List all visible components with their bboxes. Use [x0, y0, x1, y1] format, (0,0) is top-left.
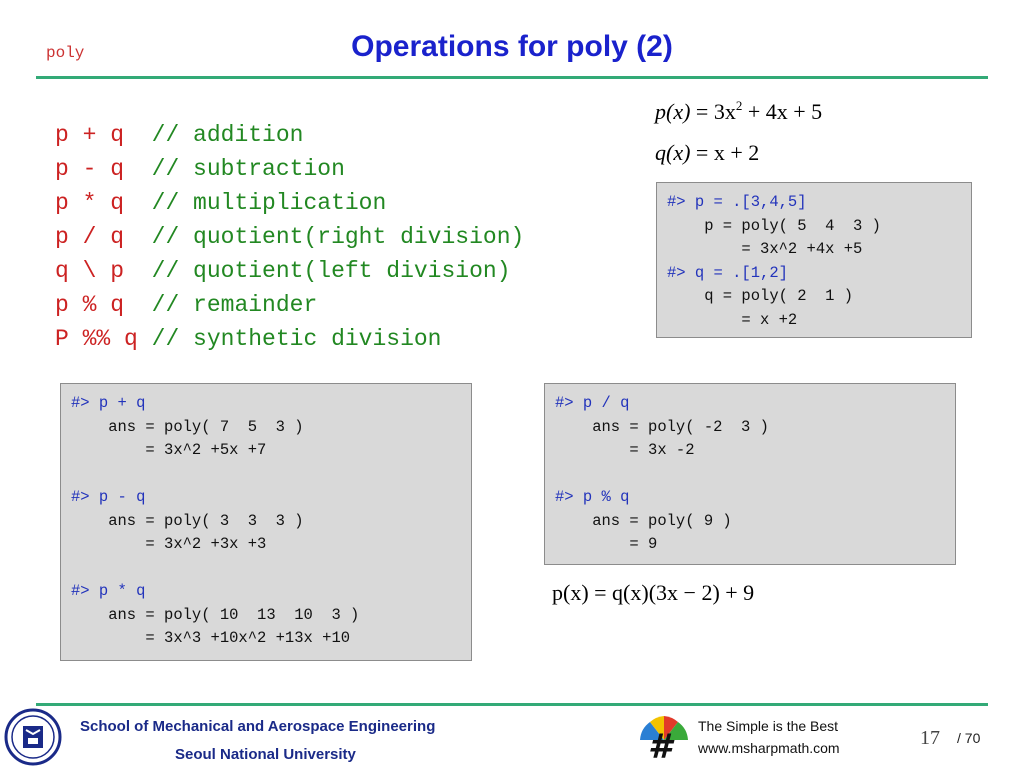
- university-logo-icon: [4, 708, 62, 766]
- code-output-line: ans = poly( 10 13 10 3 ): [71, 605, 360, 624]
- equation-q-lhs: q(x): [655, 140, 691, 165]
- equation-p-exponent: 2: [735, 98, 743, 113]
- operation-comment: // subtraction: [151, 156, 345, 182]
- equation-p-rhs-tail: + 4x + 5: [742, 99, 823, 124]
- header-divider: [36, 76, 988, 79]
- operation-row: p * q // multiplication: [55, 186, 524, 220]
- operation-comment: // quotient(right division): [151, 224, 525, 250]
- code-output-line: = x +2: [667, 310, 798, 329]
- equation-p-lhs: p(x): [655, 99, 691, 124]
- code-output-line: [555, 463, 945, 487]
- operation-comment: // multiplication: [151, 190, 387, 216]
- operation-row: p - q // subtraction: [55, 152, 524, 186]
- code-output-line: [71, 463, 461, 487]
- code-prompt-line: #> p + q: [71, 394, 146, 412]
- equation-division: p(x) = q(x)(3x − 2) + 9: [552, 580, 755, 605]
- operation-expression: P %% q: [55, 326, 138, 352]
- operation-row: p + q // addition: [55, 118, 524, 152]
- code-output-line: ans = poly( 7 5 3 ): [71, 417, 304, 436]
- operation-row: q \ p // quotient(left division): [55, 254, 524, 288]
- code-prompt-line: #> p * q: [71, 582, 146, 600]
- code-box-arithmetic: #> p + q ans = poly( 7 5 3 ) = 3x^2 +5x …: [60, 383, 472, 661]
- code-prompt-line: #> p - q: [71, 488, 146, 506]
- footer-divider: [36, 703, 988, 706]
- operation-expression: p % q: [55, 292, 138, 318]
- code-output-line: = 3x^2 +3x +3: [71, 535, 267, 553]
- operation-row: P %% q // synthetic division: [55, 322, 524, 356]
- equation-p-rhs: = 3x: [695, 99, 736, 124]
- section-tag: poly: [46, 44, 85, 62]
- operation-row: p / q // quotient(right division): [55, 220, 524, 254]
- code-output-line: = 3x^2 +4x +5: [667, 240, 863, 258]
- code-output-line: = 3x^3 +10x^2 +13x +10: [71, 629, 351, 647]
- code-box-division: #> p / q ans = poly( -2 3 ) = 3x -2 #> p…: [544, 383, 956, 565]
- operation-row: p % q // remainder: [55, 288, 524, 322]
- code-output-line: p = poly( 5 4 3 ): [667, 216, 881, 235]
- code-prompt-line: #> p = .[3,4,5]: [667, 193, 807, 211]
- equation-q: q(x) = x + 2: [655, 140, 759, 166]
- operation-comment: // addition: [151, 122, 304, 148]
- code-output-line: = 9: [555, 535, 658, 553]
- equation-p: p(x) = 3x2 + 4x + 5: [655, 98, 822, 125]
- operation-expression: p - q: [55, 156, 138, 182]
- code-output-line: ans = poly( -2 3 ): [555, 417, 769, 436]
- code-prompt-line: #> q = .[1,2]: [667, 263, 788, 282]
- slide-title: Operations for poly (2): [351, 30, 673, 63]
- code-prompt-line: #> p / q: [555, 394, 630, 412]
- operation-comment: // synthetic division: [151, 326, 442, 352]
- motto-text: The Simple is the Best: [698, 718, 839, 734]
- code-output-line: ans = poly( 3 3 3 ): [71, 511, 304, 530]
- operation-expression: p + q: [55, 122, 138, 148]
- code-prompt-line: #> p % q: [555, 488, 630, 506]
- website-link[interactable]: www.msharpmath.com: [698, 740, 840, 756]
- code-box-define: #> p = .[3,4,5] p = poly( 5 4 3 ) = 3x^2…: [656, 182, 972, 338]
- school-name: School of Mechanical and Aerospace Engin…: [80, 718, 436, 735]
- university-name: Seoul National University: [175, 746, 356, 763]
- umbrella-logo-icon: #: [638, 712, 690, 766]
- operation-expression: p * q: [55, 190, 138, 216]
- equation-q-rhs: = x + 2: [695, 140, 760, 165]
- code-output-line: = 3x -2: [555, 441, 695, 459]
- code-output-line: = 3x^2 +5x +7: [71, 441, 267, 459]
- sharp-glyph: #: [648, 727, 672, 767]
- operation-comment: // remainder: [151, 292, 318, 318]
- page-number: 17: [920, 727, 940, 749]
- code-output-line: ans = poly( 9 ): [555, 511, 732, 530]
- operation-comment: // quotient(left division): [151, 258, 511, 284]
- operation-expression: q \ p: [55, 258, 138, 284]
- code-output-line: [71, 557, 461, 581]
- operation-expression: p / q: [55, 224, 138, 250]
- page-total: / 70: [957, 730, 981, 746]
- code-output-line: q = poly( 2 1 ): [667, 287, 854, 305]
